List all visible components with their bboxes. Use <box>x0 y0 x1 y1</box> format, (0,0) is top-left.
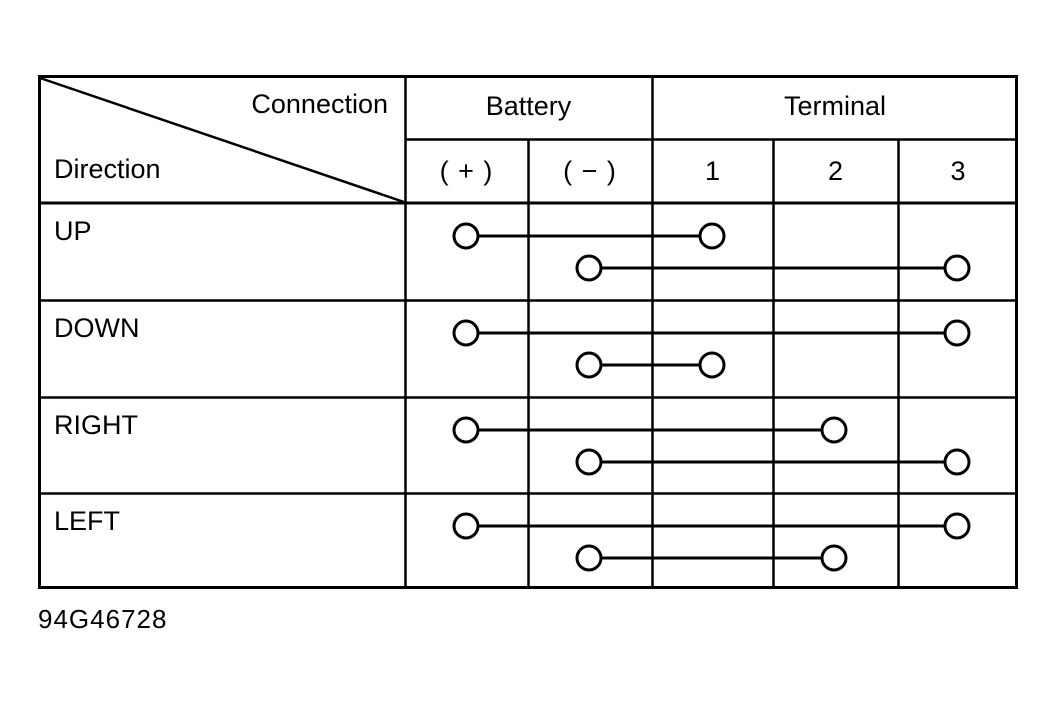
column-header-terminal-3: 3 <box>950 156 966 186</box>
terminal-circle <box>575 544 603 572</box>
row-label-up: UP <box>54 216 92 246</box>
column-header-battery-minus: ( − ) <box>563 156 617 186</box>
terminal-circle <box>575 448 603 476</box>
terminal-circle <box>698 222 726 250</box>
terminal-circle <box>452 512 480 540</box>
row-label-left: LEFT <box>54 506 121 536</box>
terminal-circle <box>943 512 971 540</box>
corner-label-connection: Connection <box>251 89 388 119</box>
terminal-circle <box>575 351 603 379</box>
column-header-battery-plus: ( + ) <box>439 156 494 186</box>
terminal-circle <box>452 319 480 347</box>
terminal-circle <box>575 254 603 282</box>
column-group-battery: Battery <box>485 91 572 121</box>
column-header-terminal-2: 2 <box>827 156 844 186</box>
row-label-down: DOWN <box>54 313 140 343</box>
corner-label-direction: Direction <box>54 154 161 184</box>
column-header-terminal-1: 1 <box>704 156 721 186</box>
terminal-circle <box>820 416 848 444</box>
column-group-terminal: Terminal <box>783 91 887 121</box>
terminal-circle <box>452 416 480 444</box>
figure-code: 94G46728 <box>38 604 168 634</box>
connections-layer <box>452 222 971 572</box>
terminal-circle <box>943 448 971 476</box>
terminal-circle <box>698 351 726 379</box>
terminal-circle <box>452 222 480 250</box>
terminal-circle <box>943 254 971 282</box>
terminal-circle <box>943 319 971 347</box>
horizontal-grid-lines <box>39 138 1017 495</box>
terminal-circle <box>820 544 848 572</box>
corner-diagonal-divider <box>39 76 405 204</box>
row-label-right: RIGHT <box>54 410 138 440</box>
